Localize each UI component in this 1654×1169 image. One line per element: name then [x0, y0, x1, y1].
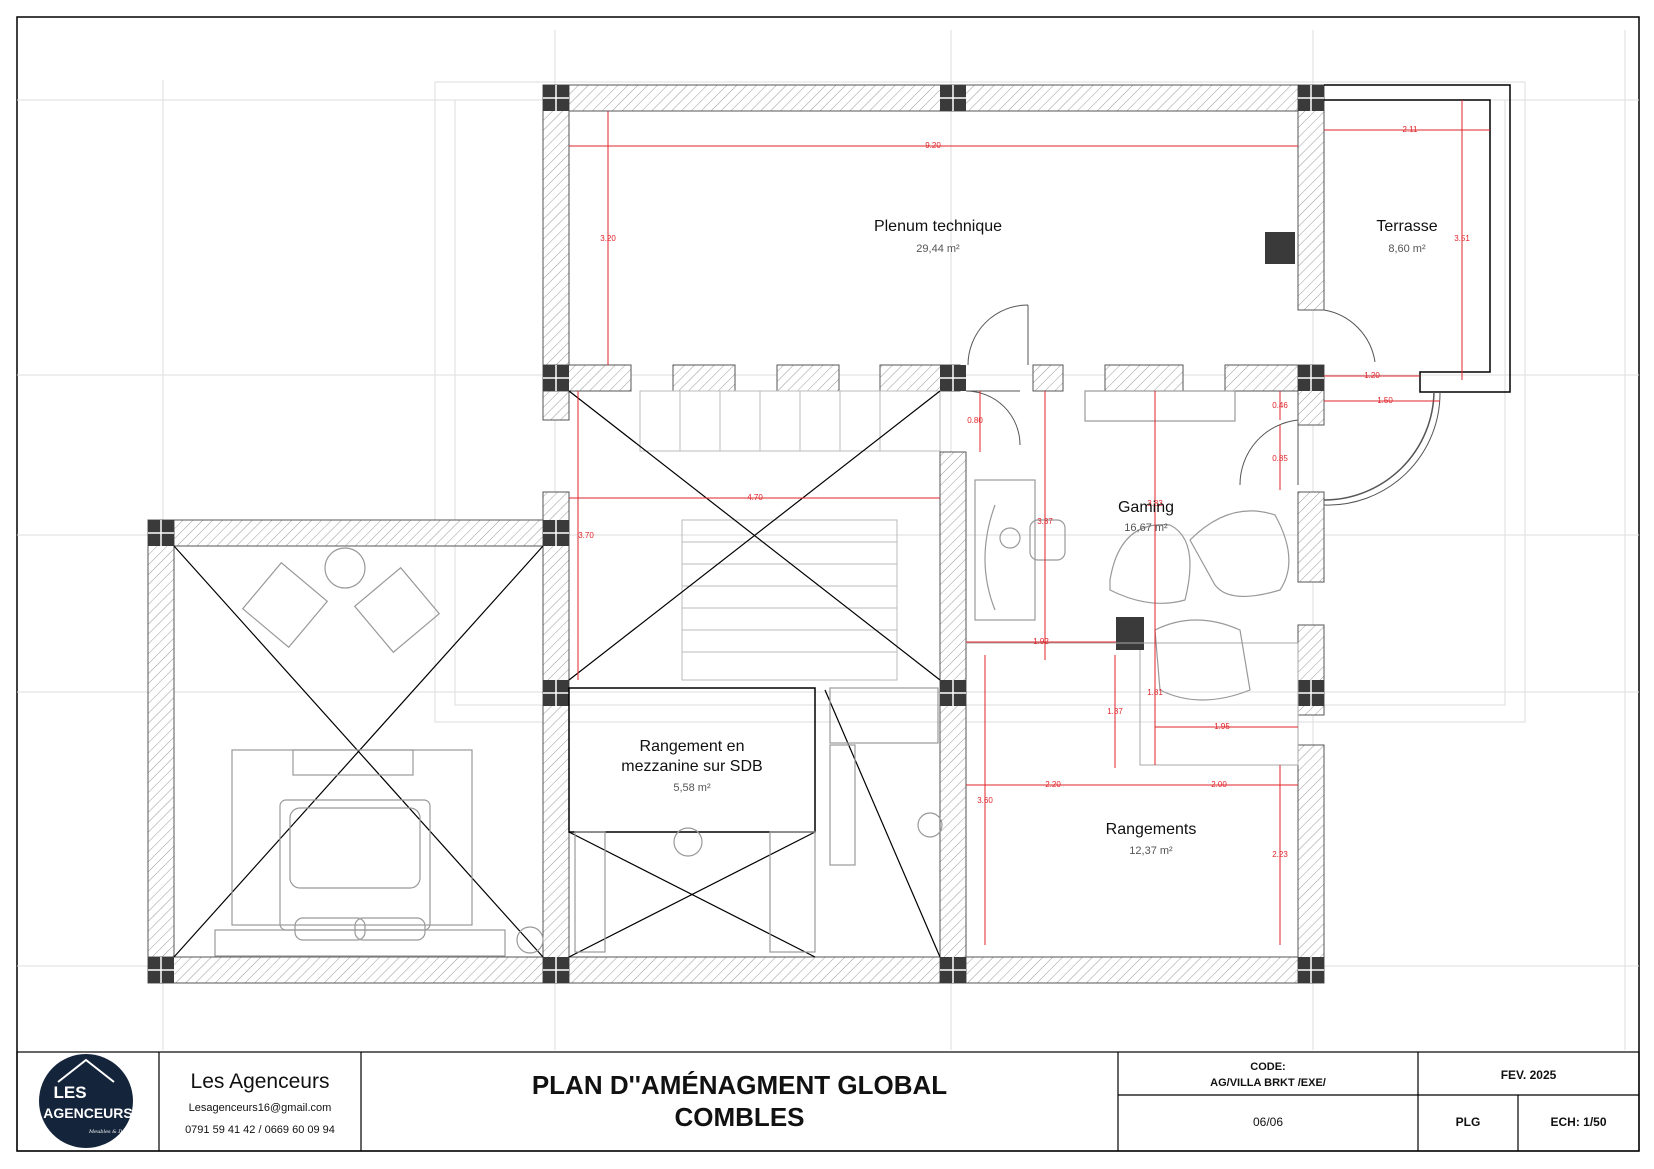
dim-label: 1.81: [1147, 688, 1163, 697]
plan-subtitle: COMBLES: [674, 1102, 805, 1132]
room-name-gaming: Gaming: [1118, 499, 1174, 516]
stairs: [639, 390, 941, 681]
dim-label: 4.70: [747, 493, 763, 502]
svg-text:Meubles & Déco: Meubles & Déco: [88, 1128, 131, 1135]
dim-label: 1.50: [1377, 396, 1393, 405]
title-block: [16, 1051, 1640, 1152]
dim-label: 0.85: [1272, 454, 1288, 463]
walls: [147, 84, 1325, 984]
company-email: Lesagenceurs16@gmail.com: [188, 1102, 332, 1114]
dim-label: 3.51: [1454, 234, 1470, 243]
dim-label: 2.11: [1403, 125, 1419, 134]
dim-label: 1.95: [1214, 722, 1230, 731]
dim-label: 1.92: [1033, 637, 1049, 646]
plan-scale: ECH: 1/50: [1550, 1115, 1607, 1129]
room-name-rangements: Rangements: [1106, 821, 1197, 838]
room-name-terrasse: Terrasse: [1376, 218, 1437, 235]
dim-label: 0.80: [967, 416, 983, 425]
company-phones: 0791 59 41 42 / 0669 60 09 94: [185, 1124, 335, 1136]
dim-label: 3.37: [1037, 517, 1053, 526]
svg-text:AGENCEURS: AGENCEURS: [43, 1105, 132, 1121]
room-area-terrasse: 8,60 m²: [1388, 243, 1426, 255]
svg-text:LES: LES: [53, 1083, 86, 1102]
code-label: CODE:: [1250, 1061, 1286, 1073]
dimension-labels: 9.20 3.20 2.11 3.51 1.20 1.50 0.46 0.85 …: [578, 125, 1470, 859]
page-number: 06/06: [1252, 1115, 1284, 1129]
furniture: [214, 390, 1290, 957]
dimension-lines: [569, 100, 1490, 945]
plan-date: FEV. 2025: [1500, 1068, 1557, 1082]
dim-label: 3.60: [977, 796, 993, 805]
logo: LES AGENCEURS Meubles & Déco: [39, 1054, 133, 1148]
room-labels: Plenum technique 29,44 m² Terrasse 8,60 …: [621, 218, 1437, 857]
void-crosses: [173, 390, 941, 958]
gaming-zone-outline: [966, 642, 1299, 766]
dim-label: 3.83: [1147, 499, 1163, 508]
room-area-mezzanine: 5,58 m²: [673, 782, 711, 794]
room-name-mezzanine-line2: mezzanine sur SDB: [621, 758, 762, 775]
dim-label: 2.20: [1045, 780, 1061, 789]
company-name: Les Agenceurs: [190, 1070, 330, 1093]
dim-label: 0.46: [1272, 401, 1288, 410]
dim-label: 3.20: [600, 234, 616, 243]
column-marks: [148, 85, 1324, 983]
room-area-rangements: 12,37 m²: [1129, 845, 1173, 857]
doors: [965, 304, 1441, 506]
dim-label: 1.20: [1364, 371, 1380, 380]
room-area-plenum: 29,44 m²: [916, 243, 960, 255]
terrace-outline: [1324, 84, 1511, 393]
dim-label: 3.70: [578, 531, 594, 540]
code-value: AG/VILLA BRKT /EXE/: [1210, 1077, 1326, 1089]
room-name-mezzanine: Rangement en: [640, 738, 745, 755]
room-area-gaming: 16,67 m²: [1124, 522, 1168, 534]
dim-label: 2.00: [1211, 780, 1227, 789]
room-name-plenum: Plenum technique: [874, 218, 1002, 235]
dim-label: 9.20: [925, 141, 941, 150]
plan-title: PLAN D''AMÉNAGMENT GLOBAL: [531, 1070, 948, 1100]
dim-label: 2.23: [1272, 850, 1288, 859]
mezzanine-box: [568, 687, 816, 833]
author-initials: PLG: [1455, 1115, 1481, 1129]
dim-label: 1.37: [1107, 707, 1123, 716]
